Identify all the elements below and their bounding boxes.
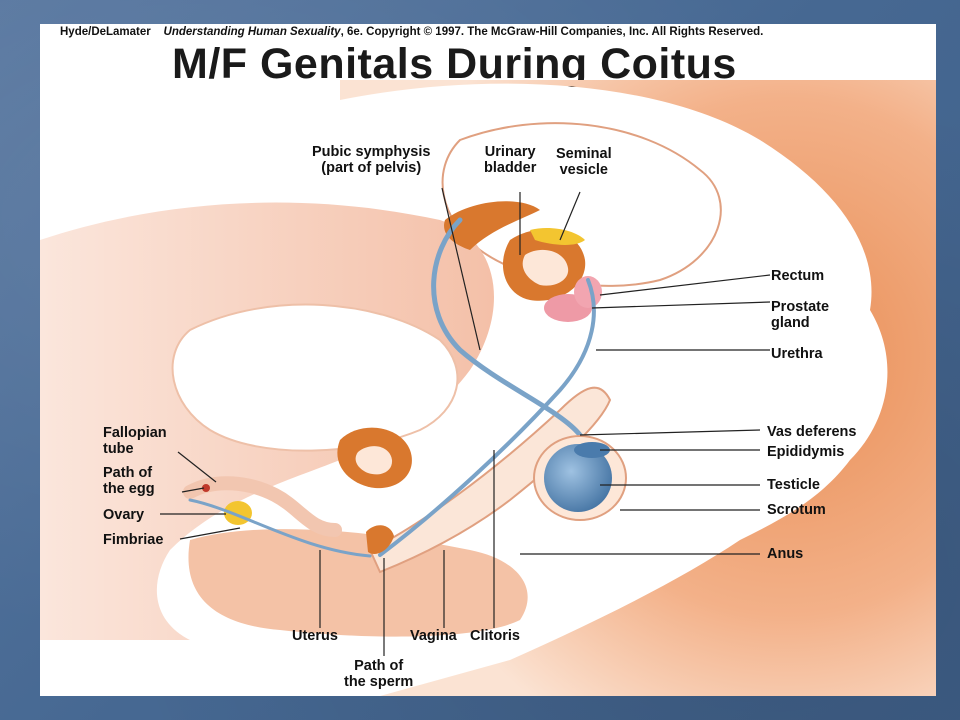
label-fimbriae: Fimbriae <box>103 532 164 548</box>
egg-dot <box>202 484 210 492</box>
anatomy-illustration <box>40 80 936 696</box>
pubic-symphysis-shape <box>444 201 540 250</box>
leader-fallopian <box>177 451 217 483</box>
label-seminal-line1: Seminal <box>556 146 612 162</box>
leader-vas-deferens <box>579 429 761 436</box>
fallopian-tube-shape <box>183 476 342 537</box>
copyright-book-title: Understanding Human Sexuality <box>163 26 341 38</box>
copyright-authors: Hyde/DeLamater <box>60 26 151 38</box>
label-fallopian-line2: tube <box>103 441 134 457</box>
label-urinary-line2: bladder <box>484 160 537 176</box>
label-scrotum: Scrotum <box>767 502 826 518</box>
label-ovary: Ovary <box>103 507 145 523</box>
label-pubic-symphysis-line2: (part of pelvis) <box>321 160 422 176</box>
label-path-of-egg: Path of the egg <box>103 465 155 497</box>
leader-pubic-symphysis <box>441 187 481 351</box>
epididymis-shape <box>574 442 610 458</box>
label-urinary-bladder: Urinary bladder <box>484 144 536 176</box>
copyright-notice: , 6e. Copyright © 1997. The McGraw-Hill … <box>340 26 764 38</box>
label-fallopian-line1: Fallopian <box>103 425 167 441</box>
sperm-path <box>188 498 372 558</box>
male-body-silhouette <box>340 80 936 696</box>
label-rectum: Rectum <box>771 268 825 284</box>
female-abdomen-cavity <box>171 303 459 452</box>
leader-lines <box>160 187 771 656</box>
label-epididymis: Epididymis <box>767 444 845 460</box>
label-prostate-gland: Prostate gland <box>771 299 829 331</box>
label-urinary-line1: Urinary <box>484 144 536 160</box>
label-seminal-vesicle: Seminal vesicle <box>556 146 612 178</box>
copyright-line: Hyde/DeLamater Understanding Human Sexua… <box>60 26 763 38</box>
label-pubic-symphysis-line1: Pubic symphysis <box>312 144 431 160</box>
label-path-egg-line2: the egg <box>103 481 155 497</box>
leader-seminal-vesicle <box>559 191 581 241</box>
bladder-interior <box>522 249 569 286</box>
label-prostate-line2: gland <box>771 315 810 331</box>
label-prostate-line1: Prostate <box>771 299 830 315</box>
leader-prostate <box>591 301 771 309</box>
penis-shape <box>368 386 612 574</box>
leader-rectum <box>599 274 771 296</box>
label-vagina: Vagina <box>410 628 457 644</box>
label-uterus: Uterus <box>292 628 338 644</box>
cervix-shape <box>366 525 394 555</box>
label-path-sperm-line1: Path of <box>354 658 404 674</box>
label-anus: Anus <box>767 546 804 562</box>
leader-egg <box>181 487 205 493</box>
uterus-interior <box>355 446 393 475</box>
label-path-egg-line1: Path of <box>103 465 153 481</box>
label-clitoris: Clitoris <box>470 628 520 644</box>
label-path-of-sperm: Path of the sperm <box>344 658 413 690</box>
label-vas-deferens: Vas deferens <box>767 424 857 440</box>
seminal-vesicle-shape <box>530 228 585 245</box>
leader-fimbriae <box>179 527 241 540</box>
female-perineum <box>188 529 528 637</box>
urethra-path <box>378 278 596 557</box>
label-urethra: Urethra <box>771 346 823 362</box>
label-pubic-symphysis: Pubic symphysis (part of pelvis) <box>312 144 430 176</box>
label-seminal-line2: vesicle <box>559 162 608 178</box>
label-path-sperm-line2: the sperm <box>344 674 414 690</box>
label-fallopian-tube: Fallopian tube <box>103 425 167 457</box>
label-testicle: Testicle <box>767 477 820 493</box>
testicle-shape <box>544 444 612 512</box>
